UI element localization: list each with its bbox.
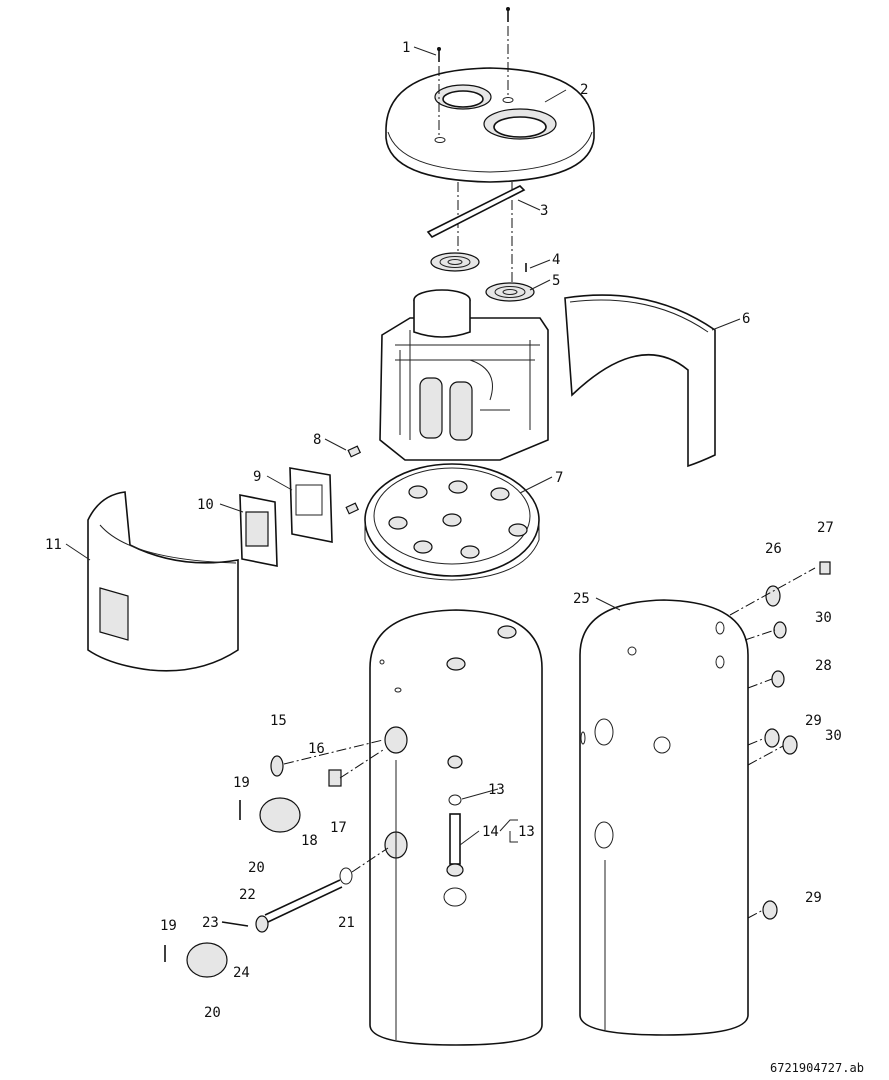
part-label: 8 bbox=[313, 432, 321, 448]
outer-casing bbox=[579, 599, 749, 1036]
part-label: 11 bbox=[45, 537, 62, 553]
part-labels: 1 2 3 4 5 6 7 8 9 10 11 27 26 25 30 28 2… bbox=[45, 40, 842, 1021]
part-label: 4 bbox=[552, 252, 560, 268]
heat-pump-module bbox=[379, 289, 549, 461]
part-label: 14 bbox=[482, 824, 499, 840]
side-fittings bbox=[729, 561, 831, 920]
part-label: 1 bbox=[402, 40, 410, 56]
rear-panel bbox=[564, 294, 716, 468]
part-label: 2 bbox=[580, 82, 588, 98]
part-label: 22 bbox=[239, 887, 256, 903]
fan-guards bbox=[430, 252, 535, 302]
part-label: 19 bbox=[233, 775, 250, 791]
part-label: 20 bbox=[248, 860, 265, 876]
bracket bbox=[426, 185, 526, 239]
part-label: 21 bbox=[338, 915, 355, 931]
front-cover bbox=[87, 491, 239, 672]
top-cover bbox=[385, 67, 595, 183]
part-label: 17 bbox=[330, 820, 347, 836]
part-label: 29 bbox=[805, 890, 822, 906]
part-label: 13 bbox=[518, 824, 535, 840]
part-label: 28 bbox=[815, 658, 832, 674]
part-label: 29 bbox=[805, 713, 822, 729]
part-label: 25 bbox=[573, 591, 590, 607]
part-label: 24 bbox=[233, 965, 250, 981]
part-label: 20 bbox=[204, 1005, 221, 1021]
storage-tank bbox=[369, 609, 543, 1046]
part-label: 3 bbox=[540, 203, 548, 219]
base-plate bbox=[364, 463, 540, 581]
part-label: 30 bbox=[815, 610, 832, 626]
part-label: 18 bbox=[301, 833, 318, 849]
part-label: 13 bbox=[488, 782, 505, 798]
part-label: 26 bbox=[765, 541, 782, 557]
screws-1 bbox=[437, 7, 510, 138]
part-label: 7 bbox=[555, 470, 563, 486]
part-label: 23 bbox=[202, 915, 219, 931]
heating-element-parts bbox=[164, 739, 389, 978]
part-label: 19 bbox=[160, 918, 177, 934]
part-label: 16 bbox=[308, 741, 325, 757]
part-label: 27 bbox=[817, 520, 834, 536]
part-label: 6 bbox=[742, 311, 750, 327]
controller-parts bbox=[239, 445, 362, 567]
part-label: 30 bbox=[825, 728, 842, 744]
part-label: 5 bbox=[552, 273, 560, 289]
part-label: 15 bbox=[270, 713, 287, 729]
part-label: 9 bbox=[253, 469, 261, 485]
part-label: 10 bbox=[197, 497, 214, 513]
diagram-id: 6721904727.ab bbox=[770, 1061, 864, 1075]
leader-lines bbox=[65, 46, 741, 846]
